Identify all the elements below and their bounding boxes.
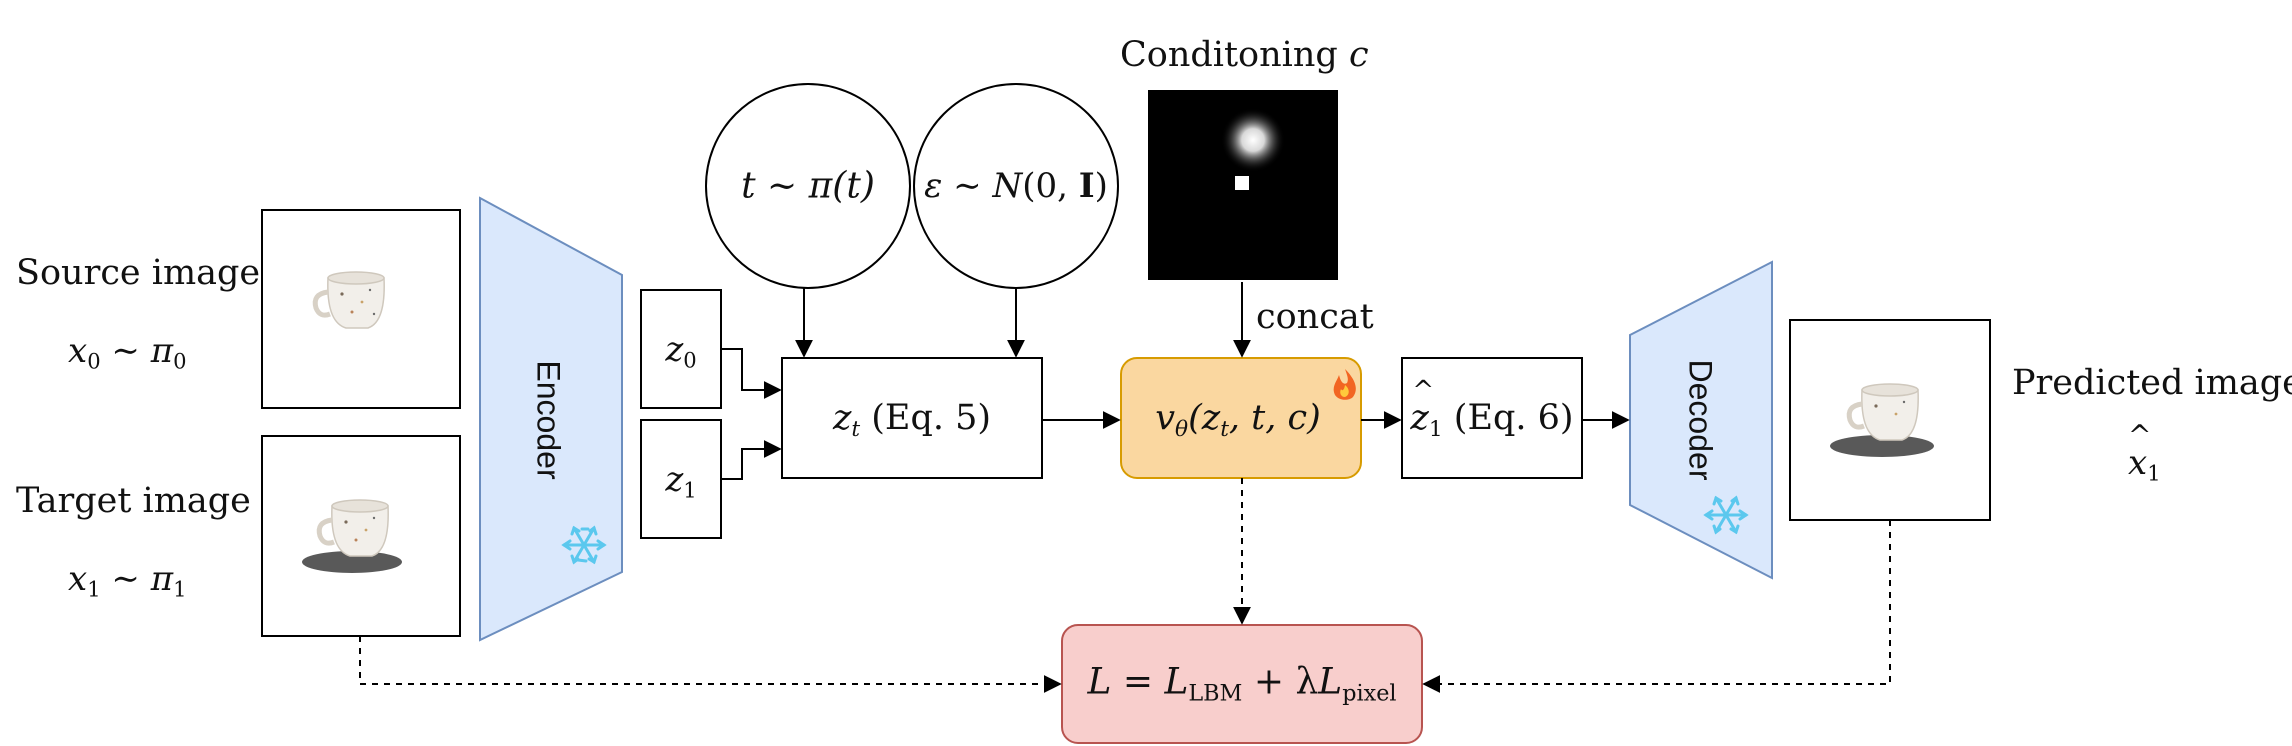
target-image-label: Target image: [16, 481, 251, 521]
t-sample-circle: [705, 83, 911, 289]
encoder-label: Encoder: [530, 360, 567, 480]
arrow-z1-to-zt: [721, 440, 782, 480]
predicted-image: [1789, 319, 1991, 521]
loss-box: [1061, 624, 1423, 744]
z1-label: z1: [665, 459, 697, 503]
x1-hat-label: ^ x 1: [2128, 419, 2161, 486]
decoder-block: [1629, 260, 1773, 580]
arrow-pred-to-loss: [1422, 520, 1891, 693]
t-sample-label: t ∼ π(t): [741, 165, 875, 207]
snowflake-icon: [561, 525, 607, 565]
z0-box: [640, 289, 722, 409]
target-image: [261, 435, 461, 637]
x1-distribution: x1 ∼ π1: [68, 559, 187, 602]
loss-label: L = LLBM + λLpixel: [1087, 661, 1397, 707]
mug-icon: [316, 499, 389, 557]
arrow-target-to-loss: [359, 636, 1062, 693]
model-label: vθ(zt, t, c): [1155, 398, 1321, 442]
predicted-image-label: Predicted image: [2012, 363, 2292, 403]
encoder-block: [479, 196, 623, 642]
zt-box: [781, 357, 1043, 479]
mug-icon: [312, 271, 385, 329]
z1hat-box: [1401, 357, 1583, 479]
eps-sample-label: ε ∼ N(0, I): [924, 166, 1108, 206]
x0-distribution: x0 ∼ π0: [68, 331, 187, 374]
z0-label: z0: [665, 329, 697, 373]
arrow-z0-to-zt: [721, 348, 782, 399]
concat-label: concat: [1256, 297, 1374, 337]
source-image-label: Source image: [16, 253, 261, 293]
arrows: [359, 282, 1891, 693]
conditioning-label: Conditoning c: [1120, 35, 1369, 75]
fire-icon: [1333, 369, 1356, 400]
z1hat-label: ^ z 1 (Eq. 6): [1410, 376, 1574, 442]
snowflake-icon: [1703, 495, 1749, 535]
mug-icon: [1846, 383, 1919, 441]
zt-label: zt (Eq. 5): [832, 398, 992, 442]
decoder-label: Decoder: [1682, 359, 1719, 481]
conditioning-image: [1148, 90, 1338, 280]
source-image: [261, 209, 461, 409]
